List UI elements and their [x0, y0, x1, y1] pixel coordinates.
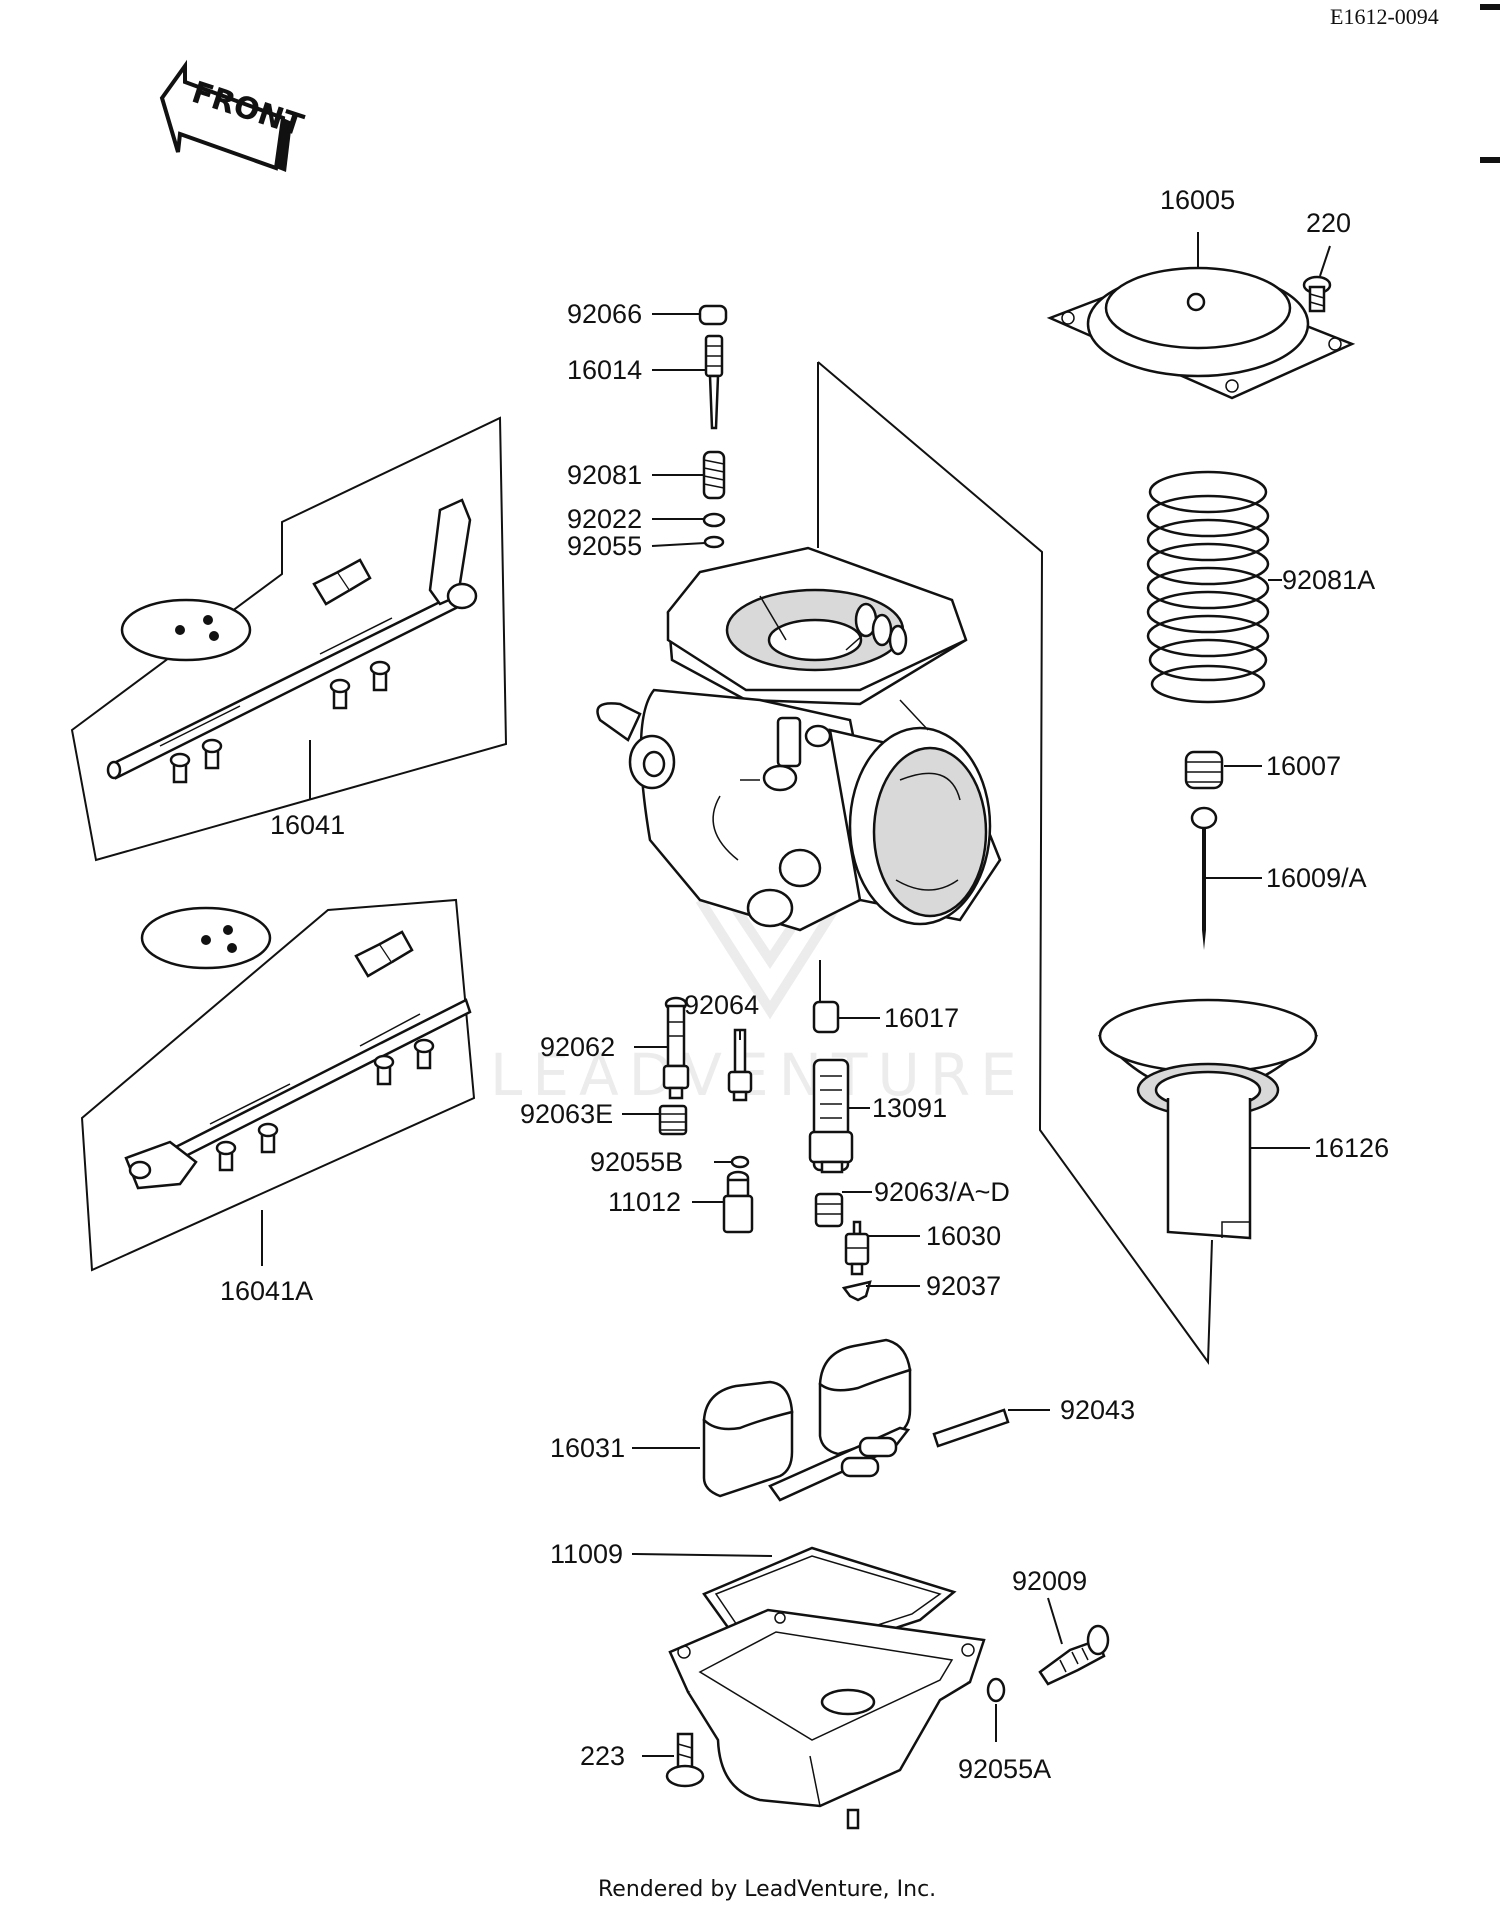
pin-92043-part — [932, 1408, 1010, 1448]
callout-92063E: 92063E — [520, 1099, 613, 1129]
jet-needle-part — [1190, 806, 1218, 950]
callout-92066: 92066 — [567, 299, 642, 329]
main-jet-92063E-part — [658, 1104, 688, 1136]
cap-92066-part — [698, 304, 728, 326]
carburetor-body-part — [596, 546, 1002, 932]
spring-92081-part — [702, 450, 726, 500]
callout-92081A: 92081A — [1282, 565, 1375, 595]
callout-16017: 16017 — [884, 1003, 959, 1033]
watermark-text: LEADVENTURE — [490, 1041, 1027, 1109]
callout-11012: 11012 — [608, 1187, 681, 1217]
screw-220-part — [1302, 275, 1332, 313]
holder-16007-part — [1184, 750, 1224, 790]
callout-92043: 92043 — [1060, 1395, 1135, 1425]
leader-lines — [261, 232, 1331, 1757]
drain-screw-92009-part — [1038, 1624, 1110, 1686]
callout-13091: 13091 — [872, 1093, 947, 1123]
reference-code: E1612-0094 — [1330, 4, 1439, 29]
callout-16007: 16007 — [1266, 751, 1341, 781]
plug-11012-part — [722, 1170, 754, 1234]
bleed-pipe-13091-part — [808, 1058, 854, 1174]
callout-220: 220 — [1306, 208, 1351, 238]
callout-16041: 16041 — [270, 810, 345, 840]
callout-16030: 16030 — [926, 1221, 1001, 1251]
corner-mark-top — [1480, 4, 1500, 10]
callout-16005: 16005 — [1160, 185, 1235, 215]
callout-92055A: 92055A — [958, 1754, 1051, 1784]
callout-16041A: 16041A — [220, 1276, 313, 1306]
callout-92037: 92037 — [926, 1271, 1001, 1301]
o-ring-92055B-part — [730, 1155, 750, 1169]
assembly-bracket-lines — [817, 361, 1213, 1365]
footer-credit: Rendered by LeadVenture, Inc. — [598, 1877, 936, 1902]
needle-jet-16017-part — [812, 1000, 840, 1034]
jet-92063AD-part — [814, 1192, 844, 1228]
choke-linkage-16041A-part — [80, 898, 476, 1272]
callout-92064: 92064 — [684, 990, 759, 1020]
callout-11009: 11009 — [550, 1539, 623, 1569]
jet-92062-part — [662, 996, 690, 1100]
callout-92063AD: 92063/A~D — [874, 1177, 1010, 1207]
callout-16009A: 16009/A — [1266, 863, 1367, 893]
callout-92081: 92081 — [567, 460, 642, 490]
front-direction-arrow-icon: FRONT — [159, 59, 308, 172]
screw-223-part — [665, 1732, 705, 1788]
callout-92055B: 92055B — [590, 1147, 683, 1177]
o-ring-92055A-part — [986, 1677, 1006, 1703]
callout-92022: 92022 — [567, 504, 642, 534]
pilot-screw-16014-part — [704, 334, 724, 430]
callout-16031: 16031 — [550, 1433, 625, 1463]
callout-92055: 92055 — [567, 531, 642, 561]
callout-92009: 92009 — [1012, 1566, 1087, 1596]
vacuum-piston-part — [1097, 998, 1319, 1240]
callout-92062: 92062 — [540, 1032, 615, 1062]
top-cover-part — [1046, 266, 1356, 400]
washer-92022-part — [702, 512, 726, 528]
callout-16126: 16126 — [1314, 1133, 1389, 1163]
spring-92081A-part — [1146, 470, 1270, 704]
clip-92037-part — [841, 1280, 872, 1302]
corner-mark-mid — [1480, 157, 1500, 163]
callout-labels: 16005 220 92066 16014 92081 92022 92055 … — [220, 185, 1389, 1784]
choke-linkage-16041-part — [70, 416, 508, 862]
callout-223: 223 — [580, 1741, 625, 1771]
float-valve-16030-part — [844, 1220, 870, 1276]
callout-16014: 16014 — [567, 355, 642, 385]
o-ring-92055-part — [703, 535, 725, 549]
float-16031-part — [702, 1338, 912, 1502]
float-bowl-part — [668, 1608, 986, 1830]
